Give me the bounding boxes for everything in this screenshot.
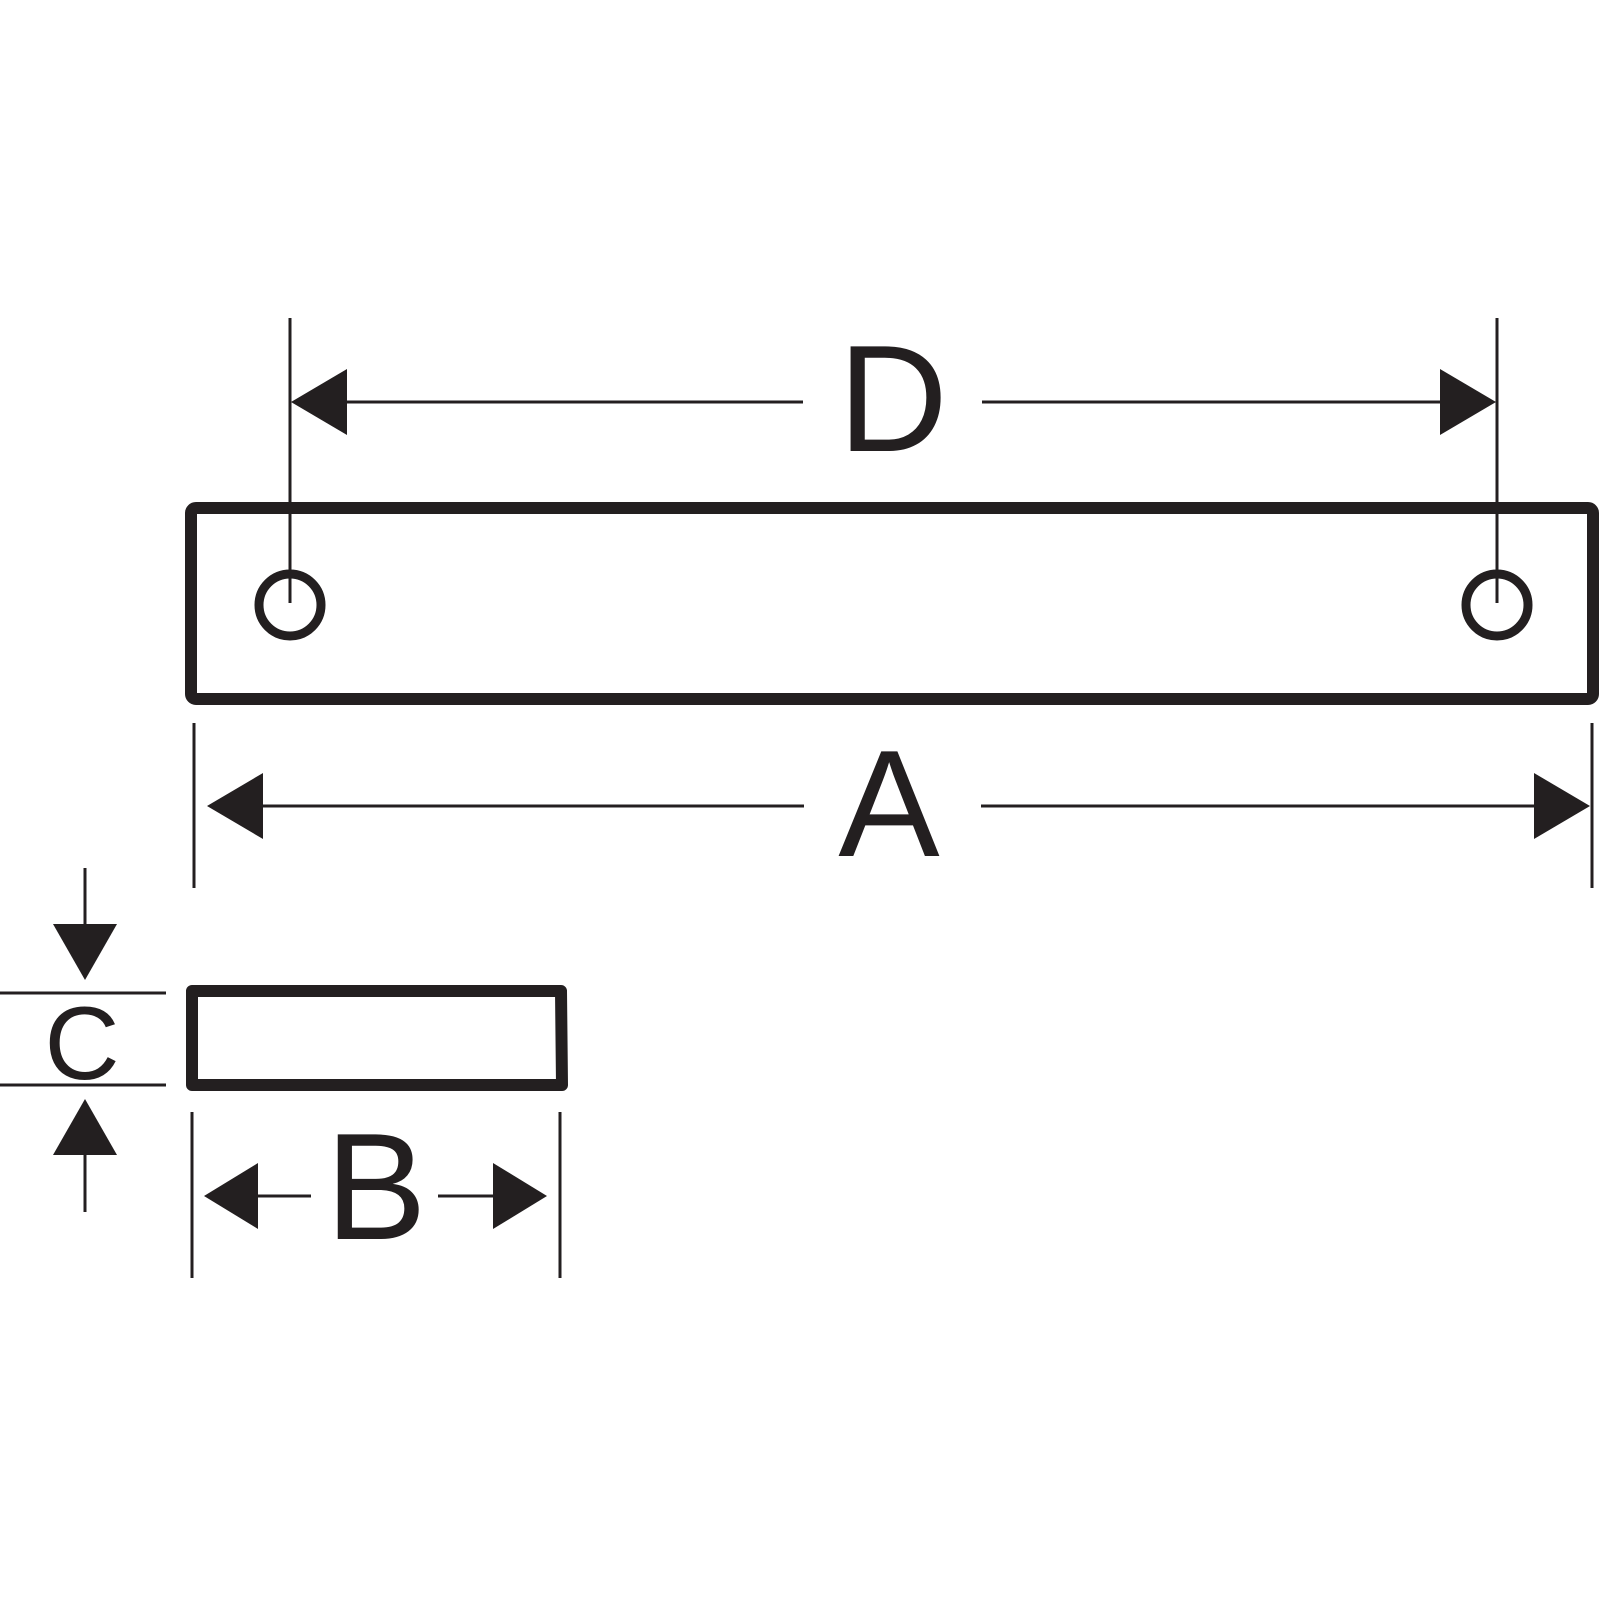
dimension-a: A: [192, 719, 1594, 889]
arrowhead-d-right: [1440, 369, 1496, 435]
end-view: [186, 985, 568, 1091]
dimension-b: B: [190, 1102, 562, 1278]
arrowhead-b-right: [493, 1163, 547, 1229]
top-view: [185, 502, 1599, 705]
arrowhead-a-left: [207, 773, 263, 839]
arrowhead-b-left: [204, 1163, 258, 1229]
label-a: A: [838, 719, 940, 889]
label-d: D: [838, 314, 948, 484]
arrowhead-a-right: [1534, 773, 1590, 839]
label-c: C: [44, 986, 119, 1102]
dimension-d: D: [288, 314, 1499, 603]
cross-section-outline: [186, 985, 568, 1091]
label-b: B: [325, 1102, 426, 1272]
arrowhead-d-left: [291, 369, 347, 435]
plate-outline: [185, 502, 1599, 705]
dimension-c: C: [0, 868, 166, 1212]
arrowhead-c-bottom: [53, 1099, 117, 1155]
arrowhead-c-top: [53, 924, 117, 980]
